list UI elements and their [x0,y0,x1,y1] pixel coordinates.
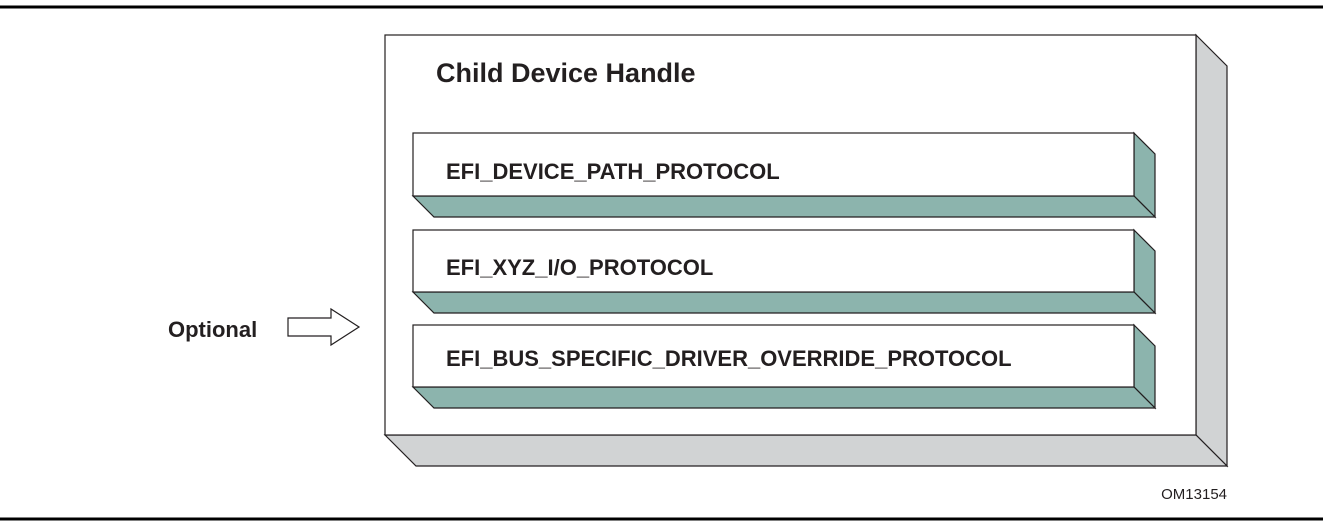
protocol-bottom-face [411,386,1157,409]
protocol-front-face [412,132,1135,197]
protocol-box: EFI_DEVICE_PATH_PROTOCOL [411,131,1157,219]
protocol-front-face [412,229,1135,293]
handle-side-face [1195,33,1228,468]
protocol-bottom-face [411,291,1157,314]
protocol-label: EFI_XYZ_I/O_PROTOCOL [446,255,713,280]
protocol-bottom-face [411,195,1157,218]
handle-title: Child Device Handle [436,58,696,88]
optional-label: Optional [168,317,257,342]
protocol-box: EFI_XYZ_I/O_PROTOCOL [411,228,1157,315]
handle-bottom-face [383,434,1229,467]
protocol-label: EFI_BUS_SPECIFIC_DRIVER_OVERRIDE_PROTOCO… [446,346,1012,371]
figure-id: OM13154 [1161,486,1227,503]
protocol-front-face [412,324,1135,388]
right-arrow-icon [287,307,361,347]
protocol-label: EFI_DEVICE_PATH_PROTOCOL [446,159,780,184]
protocol-box: EFI_BUS_SPECIFIC_DRIVER_OVERRIDE_PROTOCO… [411,323,1157,410]
